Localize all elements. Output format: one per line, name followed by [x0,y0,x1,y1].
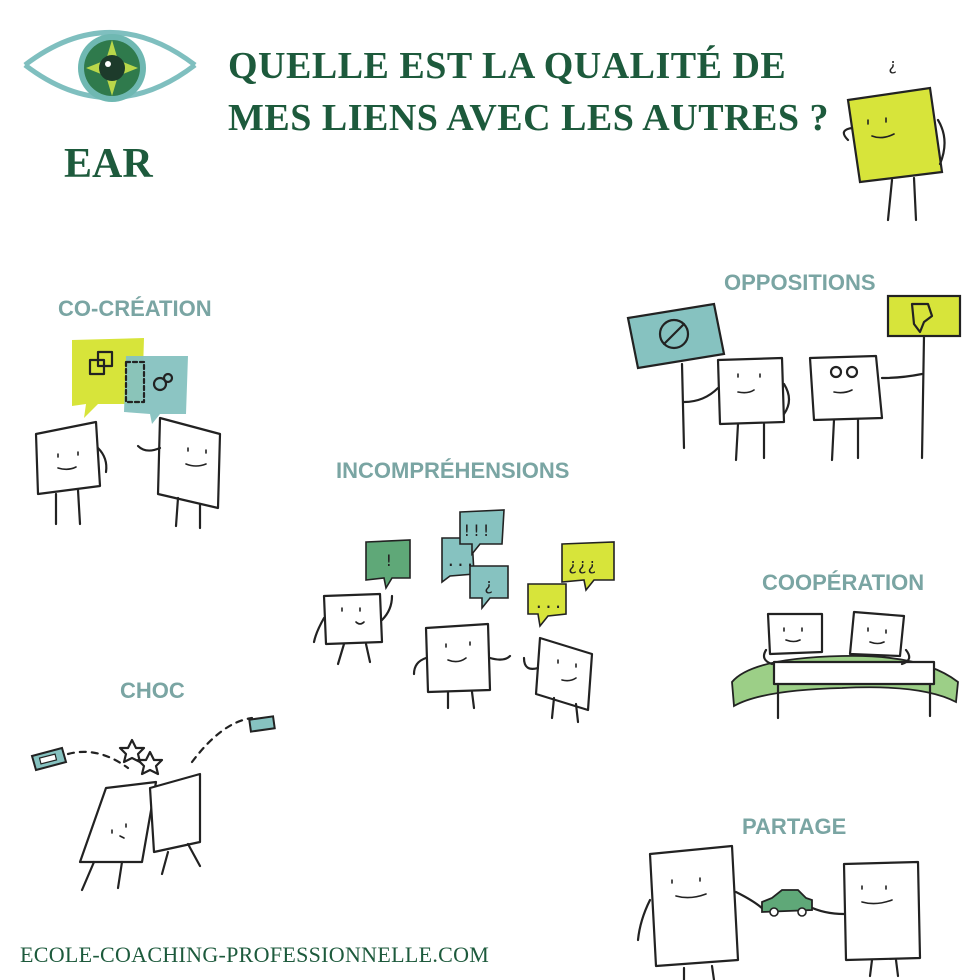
bubble-ellipsis-2: ... [534,593,563,612]
thinking-question-mark: ¿ [888,55,898,74]
page-title: QUELLE EST LA QUALITÉ DE MES LIENS AVEC … [228,40,848,144]
title-line-2: MES LIENS AVEC LES AUTRES ? [228,97,829,139]
eye-logo-icon [23,30,197,102]
thinking-character: ¿ [842,55,946,222]
section-label-incomprehensions: INCOMPRÉHENSIONS [336,458,570,483]
bubble-triple-question: ¿¿¿ [568,555,597,574]
oppositions-illustration [626,294,962,462]
bubble-exclaim: ! [384,551,394,570]
website-footer[interactable]: ECOLE-COACHING-PROFESSIONNELLE.COM [20,942,490,967]
title-line-1: QUELLE EST LA QUALITÉ DE [228,45,787,87]
cooperation-illustration [731,610,959,720]
section-label-cocreation: CO-CRÉATION [58,296,212,321]
section-label-choc: CHOC [120,678,185,703]
bubble-question: ¿ [484,575,494,594]
section-label-cooperation: COOPÉRATION [762,570,925,595]
bubble-triple-exclaim: !!! [462,521,491,540]
bubble-ellipsis-1: ... [446,551,475,570]
partage-illustration [636,844,922,980]
section-label-partage: PARTAGE [742,814,847,839]
brand-name: EAR [64,141,153,187]
section-label-oppositions: OPPOSITIONS [724,270,876,295]
cocreation-illustration [34,338,222,530]
choc-illustration [30,715,276,892]
incomprehensions-illustration: ! ... !!! ¿ ¿¿¿ ... [312,509,615,724]
